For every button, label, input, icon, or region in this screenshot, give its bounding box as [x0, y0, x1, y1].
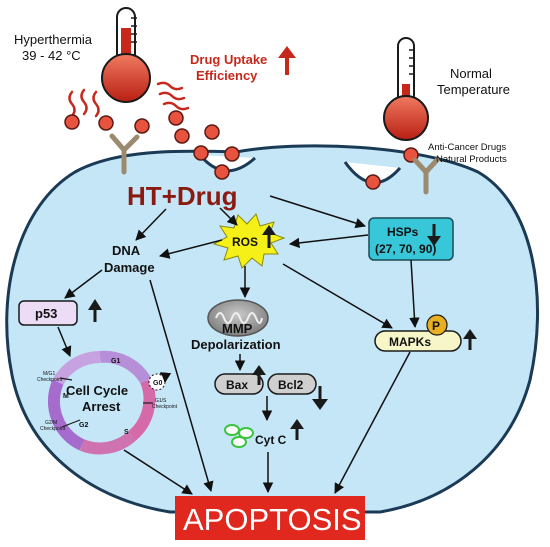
mapks-label: MAPKs — [389, 335, 431, 349]
cytc-label: Cyt C — [255, 433, 287, 447]
phospho-badge — [426, 314, 448, 336]
receptor-right-icon — [412, 157, 440, 195]
normal-temperature-label-line1: Normal — [450, 66, 492, 81]
mmp-label-line1: MMP — [222, 321, 253, 336]
checkpoint-g2m-line1: G2/M — [45, 420, 57, 426]
p53-box — [18, 300, 78, 326]
p53-label: p53 — [35, 306, 57, 321]
mmp-label-line2: Depolarization — [191, 337, 281, 352]
drug-uptake-label-line2: Efficiency — [196, 68, 258, 83]
hsps-down-arrow-icon — [427, 224, 441, 246]
thermometer-hot-icon — [101, 7, 151, 103]
checkpoint-g2m-line2: Checkpoint — [40, 426, 66, 432]
cell-cycle-label-line1: Cell Cycle — [66, 383, 128, 398]
cell-cycle-ring-icon — [48, 350, 156, 455]
phase-g0-label: G0 — [153, 380, 162, 387]
cell-membrane — [5, 144, 539, 514]
hsps-label-line2: (27, 70, 90) — [375, 242, 436, 256]
bcl2-label: Bcl2 — [278, 378, 304, 392]
hsps-label-line1: HSPs — [387, 225, 419, 239]
mitochondrion-icon — [207, 299, 269, 337]
hyperthermia-label-line2: 39 - 42 °C — [22, 48, 81, 63]
ros-label: ROS — [232, 235, 258, 249]
drug-uptake-label-line1: Drug Uptake — [190, 52, 267, 67]
anticancer-label-line1: Anti-Cancer Drugs — [428, 142, 506, 153]
thermometer-normal-icon — [383, 37, 429, 141]
ht-drug-label: HT+Drug — [127, 181, 238, 211]
phospho-badge-label: P — [432, 319, 440, 333]
ros-up-arrow-icon — [262, 225, 276, 248]
p53-up-arrow-icon — [88, 299, 102, 322]
ros-burst-icon — [212, 213, 286, 269]
phase-s-label: S — [124, 429, 129, 436]
normal-temperature-label-line2: Temperature — [437, 82, 510, 97]
cytochrome-c-icon — [224, 424, 254, 448]
dna-damage-label-line1: DNA — [112, 243, 141, 258]
checkpoint-g1s-line1: G1/S — [155, 398, 167, 404]
cytc-up-arrow-icon — [290, 419, 304, 440]
drug-particles-left — [64, 110, 240, 180]
dna-damage-label-line2: Damage — [104, 260, 155, 275]
bax-up-arrow-icon — [252, 365, 266, 385]
hyperthermia-label-line1: Hyperthermia — [14, 32, 93, 47]
apoptosis-label: APOPTOSIS — [183, 502, 362, 537]
bcl2-box — [267, 373, 317, 395]
heat-waves-icon — [68, 81, 190, 118]
mapks-up-arrow-icon — [463, 329, 477, 350]
checkpoint-mg1-line1: M/G1 — [43, 371, 55, 377]
bax-label: Bax — [226, 378, 248, 392]
phase-g1-label: G1 — [111, 358, 120, 365]
checkpoint-g1s-line2: Checkpoint — [152, 404, 178, 410]
receptor-left-icon — [109, 133, 140, 175]
drug-uptake-up-arrow-icon — [278, 46, 296, 75]
bcl2-down-arrow-icon — [312, 386, 328, 410]
mapks-box — [374, 330, 462, 352]
anticancer-label-line2: Natural Products — [436, 154, 507, 165]
phase-g2-label: G2 — [79, 422, 88, 429]
phase-m-label: M — [63, 393, 69, 400]
cell-cycle-label-line2: Arrest — [82, 399, 121, 414]
bax-box — [214, 373, 264, 395]
apoptosis-box — [175, 496, 365, 540]
checkpoint-mg1-line2: Checkpoint — [37, 377, 63, 383]
pathway-arrows — [57, 195, 420, 495]
